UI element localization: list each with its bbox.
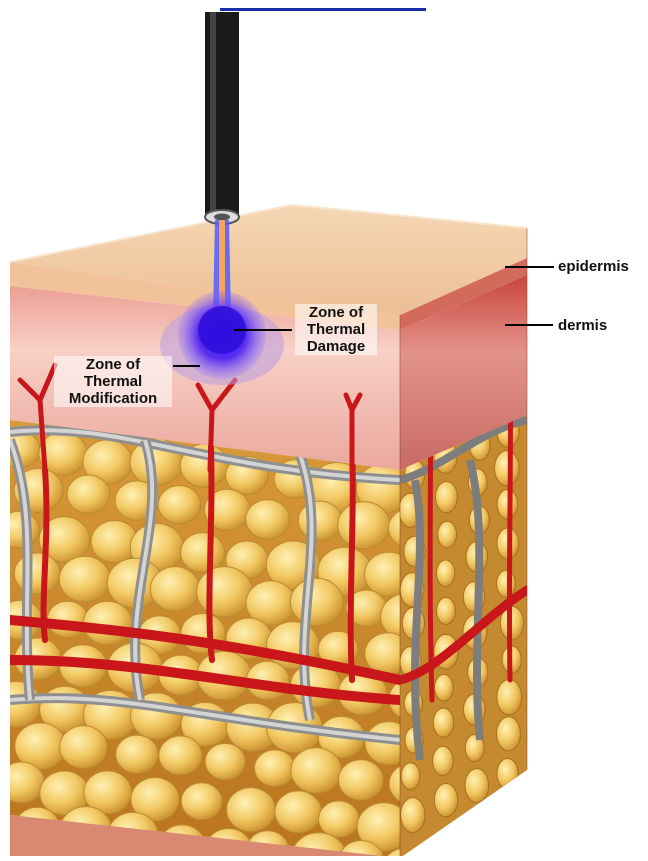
fat-lobule: [150, 567, 199, 611]
fat-lobule: [59, 556, 110, 602]
fat-lobule: [497, 570, 516, 597]
blood-vessel: [351, 440, 353, 680]
epidermis-label: epidermis: [558, 258, 629, 275]
fat-lobule: [434, 783, 457, 816]
thermal-modification-label-line-3: Modification: [54, 390, 172, 407]
fat-lobule: [497, 717, 521, 751]
thermal-damage-label-line-2: Thermal: [295, 321, 377, 338]
fat-lobule: [465, 769, 489, 803]
fat-lobule: [319, 801, 360, 837]
fat-lobule: [436, 560, 455, 587]
fat-lobule: [67, 475, 110, 513]
blood-vessel: [44, 470, 47, 640]
fat-lobule: [433, 708, 453, 737]
thermal-modification-label: Zone of Thermal Modification: [54, 356, 172, 407]
fat-lobule: [246, 500, 290, 539]
fat-lobule: [435, 674, 454, 701]
fat-lobule: [14, 553, 60, 594]
fat-lobule: [158, 486, 200, 524]
fat-lobule: [338, 502, 390, 549]
fat-lobule: [180, 533, 224, 573]
fat-lobule: [436, 482, 458, 513]
fat-lobule: [254, 750, 295, 787]
thermal-modification-label-line-1: Zone of: [54, 356, 172, 373]
fat-lobule: [205, 743, 245, 779]
fat-lobule: [159, 736, 202, 775]
thermal-damage-label: Zone of Thermal Damage: [295, 304, 377, 355]
connective-septum: [415, 480, 420, 760]
fat-lobule: [0, 762, 44, 803]
fat-lobule: [437, 597, 456, 624]
fat-lobule: [227, 788, 276, 832]
fat-lobule: [497, 759, 518, 789]
fat-lobule: [60, 726, 107, 769]
fat-lobule: [291, 748, 342, 793]
fat-lobule: [338, 760, 383, 800]
fat-lobule: [298, 501, 342, 540]
fat-lobule: [401, 763, 420, 790]
fat-lobule: [497, 679, 522, 714]
fat-lobule: [116, 735, 158, 773]
dermis-label: dermis: [558, 317, 607, 334]
fat-lobule: [438, 521, 457, 548]
fat-lobule: [290, 578, 343, 625]
fat-lobule: [275, 791, 321, 833]
fat-lobule: [433, 746, 454, 775]
header-bar: [220, 8, 426, 11]
fat-lobule: [181, 783, 222, 820]
thermal-damage-label-line-1: Zone of: [295, 304, 377, 321]
thermal-damage-label-line-3: Damage: [295, 338, 377, 355]
thermal-modification-label-line-2: Thermal: [54, 373, 172, 390]
fat-lobule: [401, 798, 425, 833]
fat-lobule: [197, 567, 253, 617]
fat-lobule: [495, 451, 520, 486]
fat-lobule: [0, 511, 39, 548]
